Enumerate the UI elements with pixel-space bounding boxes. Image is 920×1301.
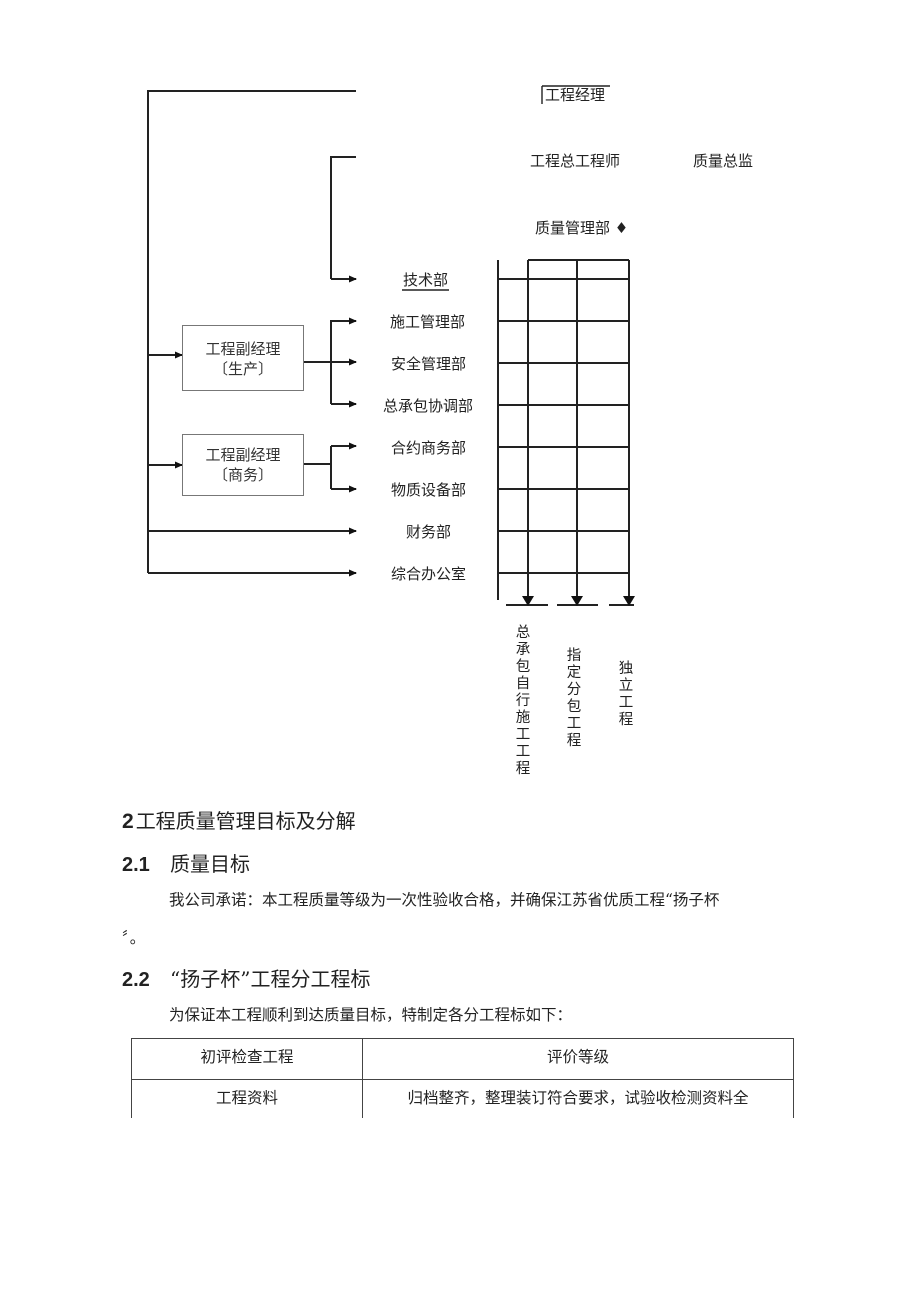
quality-target-table: 初评检查工程 评价等级 工程资料 归档整齐，整理装订符合要求，试验收检测资料全 (131, 1038, 794, 1118)
project-manager-label: 工程经理 (545, 86, 606, 104)
section-2-1-paragraph-line1: 我公司承诺：本工程质量等级为一次性验收合格，并确保江苏省优质工程“扬子杯 (169, 891, 720, 909)
deputy-manager-business-box: 工程副经理 〔商务〕 (182, 434, 304, 496)
section-2-1-number: 2.1 (122, 854, 150, 876)
deputy-business-title: 工程副经理 (205, 446, 281, 464)
quality-director-label: 质量总监 (693, 152, 754, 170)
work-type-independent: 独立工程 (618, 661, 634, 728)
section-2-2-paragraph: 为保证本工程顺利到达质量目标，特制定各分工程标如下： (169, 1006, 573, 1024)
dept-technical: 技术部 (403, 271, 449, 289)
section-2-title: 工程质量管理目标及分解 (135, 809, 356, 833)
deputy-manager-production-box: 工程副经理 〔生产〕 (182, 325, 304, 391)
deputy-production-sub: 〔生产〕 (212, 360, 273, 378)
section-2-number: 2 (122, 810, 134, 833)
table-header-cell: 初评检查工程 (131, 1038, 363, 1080)
table-header-row: 初评检查工程 评价等级 (131, 1038, 794, 1080)
chief-engineer-label: 工程总工程师 (530, 152, 621, 170)
work-type-self-performed: 总承包自行施工工程 (515, 625, 531, 777)
section-2-2-number: 2.2 (122, 969, 150, 991)
org-chart: 工程经理 工程总工程师 质量总监 质量管理部 ♦ 工程副经理 〔生产〕 工程副经… (147, 85, 754, 777)
dept-general-office: 综合办公室 (391, 565, 467, 583)
section-2-1-paragraph-line2: 〞。 (122, 929, 146, 947)
section-2-1-title: 质量目标 (170, 852, 250, 876)
dept-safety-management: 安全管理部 (391, 355, 467, 373)
dept-construction-management: 施工管理部 (390, 313, 466, 331)
org-chart-lines (147, 85, 635, 606)
table-row: 工程资料 归档整齐，整理装订符合要求，试验收检测资料全 (131, 1079, 794, 1118)
dept-finance: 财务部 (406, 523, 452, 541)
dept-material-equipment: 物质设备部 (391, 481, 467, 499)
section-2-1-heading: 2.1 质量目标 (122, 848, 250, 877)
table-cell: 归档整齐，整理装订符合要求，试验收检测资料全 (362, 1079, 794, 1118)
deputy-business-sub: 〔商务〕 (212, 466, 273, 484)
work-type-designated-subcontract: 指定分包工程 (566, 648, 582, 749)
section-2-2-heading: 2.2 “扬子杯”工程分工程标 (122, 963, 370, 992)
table-cell: 工程资料 (131, 1079, 363, 1118)
table-header-cell: 评价等级 (362, 1038, 794, 1080)
dept-contract-business: 合约商务部 (391, 439, 467, 457)
deputy-production-title: 工程副经理 (205, 340, 281, 358)
dept-general-contract-coordination: 总承包协调部 (383, 397, 474, 415)
section-2-2-title: “扬子杯”工程分工程标 (170, 967, 371, 991)
quality-dept-label: 质量管理部 ♦ (535, 219, 629, 237)
